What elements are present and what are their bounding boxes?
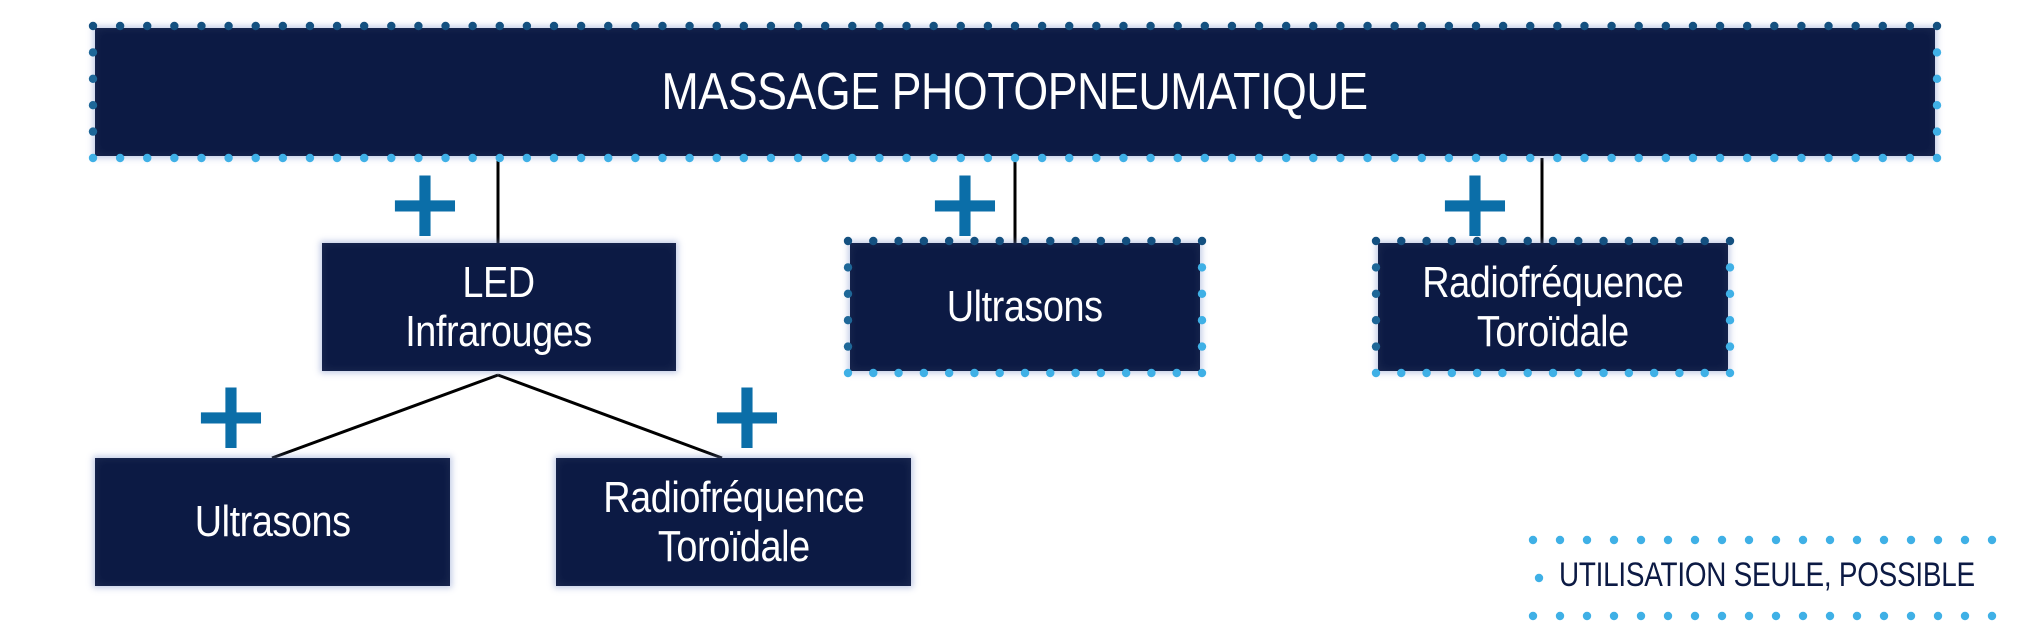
legend-label: UTILISATION SEULE, POSSIBLE: [1559, 556, 1975, 594]
connector-led-radiofrequence: [497, 373, 723, 460]
dot: [1906, 611, 1916, 621]
dot: [1690, 535, 1700, 545]
dot: [1879, 611, 1889, 621]
dot: [1582, 535, 1592, 545]
plus-icon: +: [706, 359, 788, 471]
dot: [1852, 535, 1862, 545]
dot: [1609, 535, 1619, 545]
node-radiofrequence-toroidale-label: Radiofréquence Toroïdale: [1422, 257, 1684, 356]
dot: [1798, 611, 1808, 621]
dot: [1528, 611, 1538, 621]
dot: [1771, 611, 1781, 621]
node-led-infrarouges-label: LED Infrarouges: [405, 257, 593, 356]
dot: [1987, 535, 1997, 545]
dot: [1690, 611, 1700, 621]
node-led-radiofrequence-toroidale: Radiofréquence Toroïdale: [556, 458, 911, 586]
dot: [1987, 611, 1997, 621]
plus-icon: +: [384, 147, 466, 259]
dot: [1744, 611, 1754, 621]
dot: [1555, 611, 1565, 621]
plus-icon: +: [190, 359, 272, 471]
plus-icon: +: [1434, 147, 1516, 259]
root-node-massage-photopneumatique: MASSAGE PHOTOPNEUMATIQUE: [95, 28, 1935, 156]
dot: [1663, 611, 1673, 621]
dot: [1852, 611, 1862, 621]
dot: [1879, 535, 1889, 545]
dot: [1636, 535, 1646, 545]
node-led-ultrasons-label: Ultrasons: [194, 497, 351, 547]
dot: [1798, 535, 1808, 545]
node-ultrasons: Ultrasons: [850, 243, 1200, 371]
node-led-infrarouges: LED Infrarouges: [322, 243, 676, 371]
dot: [1717, 535, 1727, 545]
dot: [1534, 573, 1544, 583]
dot: [1933, 611, 1943, 621]
dot: [1825, 535, 1835, 545]
connector-led-ultrasons: [271, 373, 499, 460]
dot: [1528, 535, 1538, 545]
dot: [1609, 611, 1619, 621]
dot: [1744, 535, 1754, 545]
dot: [1771, 535, 1781, 545]
legend: UTILISATION SEULE, POSSIBLE: [1525, 532, 2015, 624]
dot: [1960, 535, 1970, 545]
dot: [1636, 611, 1646, 621]
node-ultrasons-label: Ultrasons: [947, 282, 1103, 332]
root-node-label: MASSAGE PHOTOPNEUMATIQUE: [661, 62, 1369, 121]
dot: [1933, 535, 1943, 545]
node-radiofrequence-toroidale: Radiofréquence Toroïdale: [1378, 243, 1728, 371]
dot: [1825, 611, 1835, 621]
dot: [1663, 535, 1673, 545]
node-led-ultrasons: Ultrasons: [95, 458, 450, 586]
plus-icon: +: [924, 147, 1006, 259]
dot: [1906, 535, 1916, 545]
dot: [1960, 611, 1970, 621]
dot: [1717, 611, 1727, 621]
dot: [1582, 611, 1592, 621]
node-led-radiofrequence-toroidale-label: Radiofréquence Toroïdale: [602, 472, 865, 571]
legend-dots: [1528, 535, 1997, 621]
dot: [1555, 535, 1565, 545]
